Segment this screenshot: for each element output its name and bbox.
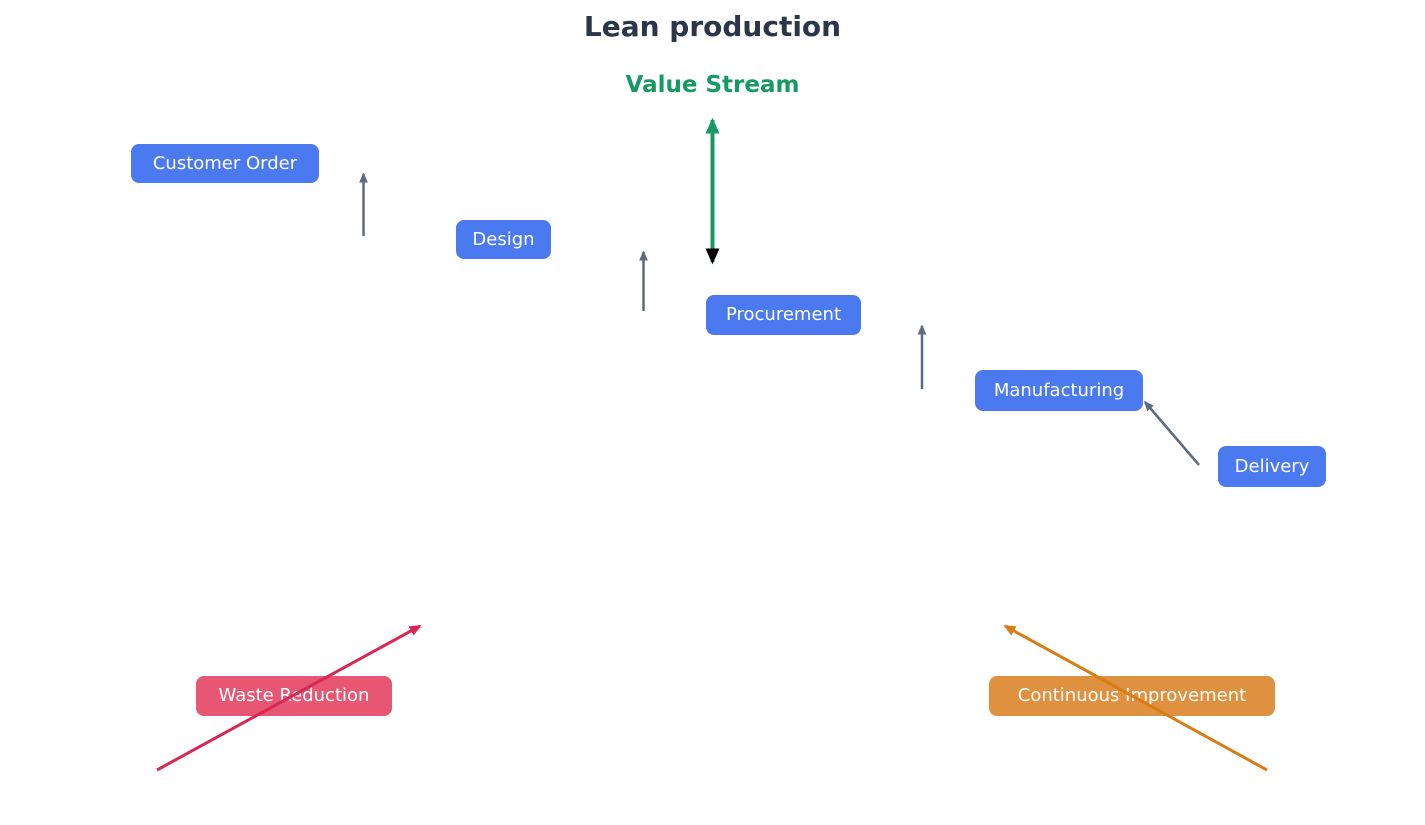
arrow-delivery-to-manufacturing bbox=[1144, 400, 1200, 466]
node-procurement-label: Procurement bbox=[725, 304, 841, 325]
node-delivery-label: Delivery bbox=[1234, 455, 1310, 477]
node-design: Design bbox=[456, 220, 551, 259]
node-procurement: Procurement bbox=[706, 295, 861, 335]
node-waste-reduction: Waste Reduction bbox=[196, 676, 392, 716]
value-stream-label: Value Stream bbox=[625, 72, 800, 98]
node-customer-order: Customer Order bbox=[131, 144, 319, 183]
node-manufacturing-label: Manufacturing bbox=[993, 379, 1125, 401]
node-design-label: Design bbox=[472, 228, 535, 250]
node-continuous-improvement: Continuous Improvement bbox=[989, 676, 1275, 716]
diagram-title: Lean production bbox=[583, 10, 842, 43]
node-waste-reduction-label: Waste Reduction bbox=[218, 685, 370, 706]
node-manufacturing: Manufacturing bbox=[975, 370, 1143, 411]
node-continuous-improvement-label: Continuous Improvement bbox=[1017, 685, 1247, 706]
node-delivery: Delivery bbox=[1218, 446, 1326, 487]
node-customer-order-label: Customer Order bbox=[152, 152, 298, 174]
